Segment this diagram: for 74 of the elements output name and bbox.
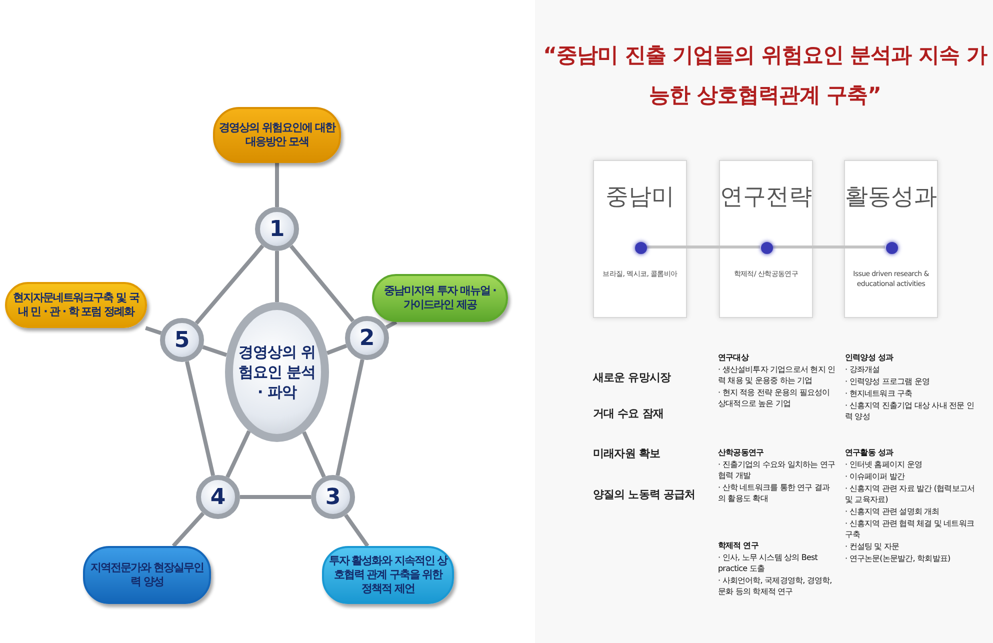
box-label: 경영상의 위험요인에 대한 대응방안 모색 [219, 121, 335, 149]
list-item: · 신흥지역 관련 설명회 개최 [845, 506, 940, 517]
list-item: · 인사, 노무 시스템 상의 Best practice 도출 [718, 552, 819, 574]
card-heading: 활동성과 [845, 183, 937, 212]
list-item: · 현지 적응 전략 운용의 필요성이 상대적으로 높은 기업 [718, 387, 831, 409]
list-heading: 연구활동 성과 [845, 447, 894, 458]
list-item: · 생산설비투자 기업으로서 현지 인력 채용 및 운용중 하는 기업 [718, 364, 836, 386]
timeline-dot [761, 242, 773, 254]
box-label: 경영상의 위험요인 분석 · 파악 [237, 342, 317, 402]
number-circle [160, 318, 204, 362]
connector-line [172, 512, 205, 548]
step-number: 1 [269, 216, 285, 242]
connector-line [344, 514, 370, 548]
market-label: 양질의 노동력 공급처 [593, 489, 696, 500]
list-item: · 인터넷 홈페이지 운영 [845, 459, 923, 470]
list-item: · 강좌개설 [845, 364, 881, 375]
rounded-box [213, 107, 341, 163]
list-item: · 이슈페이퍼 발간 [845, 471, 906, 482]
list-item: · 진출기업의 수요와 일치하는 연구협력 개발 [718, 459, 836, 481]
connector-line [275, 163, 279, 207]
step-number: 5 [174, 328, 190, 352]
card [719, 160, 813, 318]
number-circle [255, 207, 299, 251]
connector-line [226, 430, 251, 478]
step-number: 4 [210, 484, 226, 510]
number-circle [311, 475, 355, 519]
connector-line [202, 345, 228, 357]
rounded-box [5, 282, 147, 328]
number-circle [345, 316, 389, 360]
connector-line [240, 495, 311, 499]
box-label: 지역전문가와 현장실무인력 양성 [90, 561, 204, 589]
list-heading: 산학공동연구 [718, 447, 765, 458]
list-heading: 연구대상 [718, 352, 750, 363]
box-label: 투자 활성화와 지속적인 상호협력 관계 구축을 위한 정책적 제언 [328, 554, 448, 596]
connector-line [336, 359, 364, 476]
timeline-line [646, 246, 760, 248]
market-label: 새로운 유망시장 [593, 372, 672, 383]
card-heading: 중남미 [606, 183, 674, 212]
list-item: · 연구논문(논문발간, 학회발표) [845, 553, 952, 564]
card-heading: 연구전략 [720, 183, 812, 212]
list-item: · 컨설팅 및 자문 [845, 541, 900, 552]
connector-line [326, 344, 348, 355]
list-item: · 현지네트워크 구축 [845, 388, 914, 399]
connector-line [194, 244, 264, 325]
card [844, 160, 938, 318]
list-item: · 신흥지역 관련 협력 체결 및 네트워크 구축 [845, 518, 976, 540]
list-heading: 학제적 연구 [718, 540, 760, 551]
connector-line [184, 361, 216, 476]
number-circle [196, 475, 240, 519]
list-item: · 인력양성 프로그램 운영 [845, 376, 931, 387]
title: “중남미 진출 기업들의 위험요인 분석과 지속 가능한 상호협력관계 구축” [542, 42, 988, 109]
list-heading: 인력양성 성과 [845, 352, 894, 363]
timeline-dot [635, 242, 647, 254]
rounded-box [83, 546, 211, 604]
list-item: · 사회언어학, 국제경영학, 경영학, 문화 등의 학제적 연구 [718, 575, 833, 597]
market-label: 미래자원 확보 [593, 448, 662, 459]
connector-line [145, 326, 162, 335]
list-item: · 신흥지역 관련 자료 발간 (협력보고서 및 교육자료) [845, 483, 976, 505]
connector-line [302, 431, 326, 478]
step-number: 2 [359, 326, 375, 350]
connector-line [275, 251, 279, 302]
box-label: 현지자문네트워크구축 및 국내 민 · 관 · 학 포럼 정례화 [12, 291, 140, 319]
timeline-dot [886, 242, 898, 254]
step-number: 3 [325, 484, 341, 510]
list-item: · 산학 네트워크를 통한 연구 결과의 활용도 확대 [718, 482, 831, 504]
timeline-line [772, 246, 885, 248]
rounded-box [322, 546, 454, 604]
card [593, 160, 687, 318]
connector-line [385, 320, 398, 330]
connector-line [289, 244, 355, 322]
box-label: 중남미지역 투자 매뉴얼 · 가이드라인 제공 [383, 284, 497, 312]
list-item: · 신흥지역 진출기업 대상 사내 전문 인력 양성 [845, 400, 976, 422]
rounded-box [372, 274, 508, 322]
market-label: 거대 수요 잠재 [593, 408, 664, 419]
